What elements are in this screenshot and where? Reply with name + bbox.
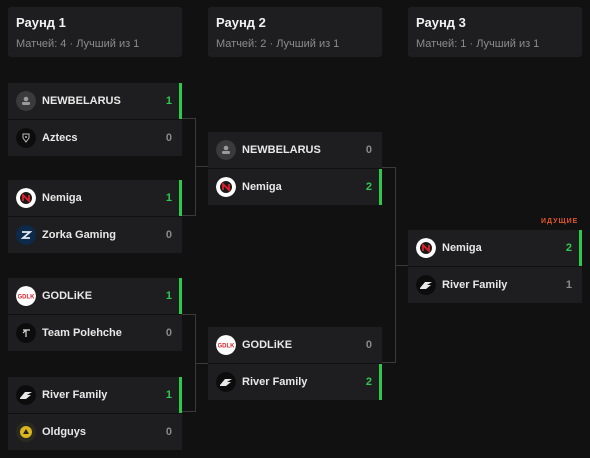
team-name: Nemiga — [242, 181, 282, 193]
aztecs-logo-icon — [16, 128, 36, 148]
team-row[interactable]: Zorka Gaming 0 — [8, 217, 182, 253]
round-1-header: Раунд 1 Матчей: 4 · Лучший из 1 — [8, 7, 182, 57]
oldguys-logo-icon — [16, 422, 36, 442]
round-3-header: Раунд 3 Матчей: 1 · Лучший из 1 — [408, 7, 582, 57]
team-name: Aztecs — [42, 132, 78, 144]
round-title: Раунд 1 — [16, 15, 66, 30]
zorka-logo-icon — [16, 225, 36, 245]
team-score: 1 — [565, 279, 572, 291]
godlike-logo-icon: GDLK — [16, 286, 36, 306]
live-badge: ИДУЩИЕ — [541, 218, 579, 225]
default-team-icon — [16, 91, 36, 111]
nemiga-logo-icon — [216, 177, 236, 197]
team-row[interactable]: NEWBELARUS 1 — [8, 83, 182, 119]
team-row[interactable]: River Family 1 — [8, 377, 182, 413]
connector-line — [195, 363, 208, 364]
round-subtitle: Матчей: 1 · Лучший из 1 — [416, 38, 540, 50]
team-name: River Family — [442, 279, 508, 291]
svg-text:GDLK: GDLK — [18, 295, 34, 301]
team-name: GODLiKE — [42, 290, 93, 302]
team-name: Zorka Gaming — [42, 229, 116, 241]
team-row[interactable]: Team Polehche 0 — [8, 315, 182, 351]
team-row[interactable]: Aztecs 0 — [8, 120, 182, 156]
connector-line — [195, 166, 208, 167]
team-score: 1 — [165, 192, 172, 204]
river-family-logo-icon — [16, 385, 36, 405]
team-row[interactable]: NEWBELARUS 0 — [208, 132, 382, 168]
team-name: Oldguys — [42, 426, 87, 438]
team-name: NEWBELARUS — [242, 144, 321, 156]
team-name: Nemiga — [42, 192, 82, 204]
team-score: 0 — [365, 144, 372, 156]
team-name: Team Polehche — [42, 327, 122, 339]
team-name: River Family — [242, 376, 308, 388]
team-row[interactable]: River Family 1 — [408, 267, 582, 303]
round-subtitle: Матчей: 4 · Лучший из 1 — [16, 38, 140, 50]
team-score: 1 — [165, 389, 172, 401]
team-row[interactable]: River Family 2 — [208, 364, 382, 400]
team-score: 0 — [165, 229, 172, 241]
team-row[interactable]: GDLK GODLiKE 0 — [208, 327, 382, 363]
connector-line — [382, 362, 396, 363]
team-name: Nemiga — [442, 242, 482, 254]
team-score: 1 — [165, 290, 172, 302]
river-family-logo-icon — [216, 372, 236, 392]
team-score: 0 — [165, 327, 172, 339]
round-title: Раунд 3 — [416, 15, 466, 30]
team-row[interactable]: Nemiga 2 — [408, 230, 582, 266]
round-subtitle: Матчей: 2 · Лучший из 1 — [216, 38, 340, 50]
team-score: 2 — [365, 376, 372, 388]
connector-line — [395, 265, 408, 266]
connector-line — [382, 167, 396, 168]
godlike-logo-icon: GDLK — [216, 335, 236, 355]
team-score: 0 — [165, 132, 172, 144]
round-2-header: Раунд 2 Матчей: 2 · Лучший из 1 — [208, 7, 382, 57]
team-score: 0 — [165, 426, 172, 438]
team-score: 0 — [365, 339, 372, 351]
connector-line — [182, 118, 196, 119]
team-name: NEWBELARUS — [42, 95, 121, 107]
round-title: Раунд 2 — [216, 15, 266, 30]
team-row[interactable]: Nemiga 1 — [8, 180, 182, 216]
river-family-logo-icon — [416, 275, 436, 295]
connector-line — [182, 411, 196, 412]
team-name: River Family — [42, 389, 108, 401]
team-score: 2 — [565, 242, 572, 254]
team-row[interactable]: Oldguys 0 — [8, 414, 182, 450]
nemiga-logo-icon — [416, 238, 436, 258]
connector-line — [182, 314, 196, 315]
team-row[interactable]: GDLK GODLiKE 1 — [8, 278, 182, 314]
team-score: 2 — [365, 181, 372, 193]
svg-text:GDLK: GDLK — [218, 344, 234, 350]
team-score: 1 — [165, 95, 172, 107]
nemiga-logo-icon — [16, 188, 36, 208]
connector-line — [182, 215, 196, 216]
polehche-logo-icon — [16, 323, 36, 343]
team-name: GODLiKE — [242, 339, 293, 351]
connector-line — [195, 118, 196, 216]
default-team-icon — [216, 140, 236, 160]
team-row[interactable]: Nemiga 2 — [208, 169, 382, 205]
